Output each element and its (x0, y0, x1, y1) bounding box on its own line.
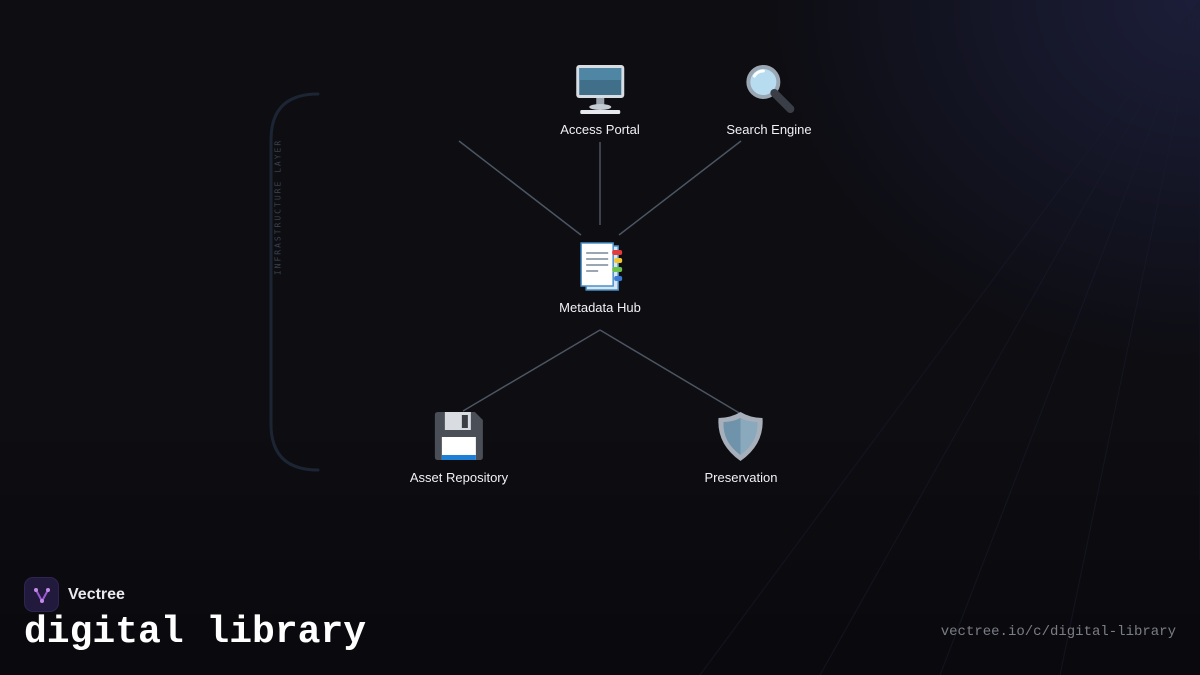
edge-hub-to-repository (462, 329, 601, 412)
node-asset-repository[interactable]: Asset Repository (410, 406, 508, 485)
brand[interactable]: Vectree (24, 577, 125, 612)
node-label: Access Portal (560, 122, 640, 137)
edge-hub-to-left-branch (458, 140, 582, 236)
node-label: Asset Repository (409, 470, 509, 485)
node-access-portal[interactable]: Access Portal (560, 58, 640, 137)
floppy-disk-icon (429, 406, 489, 466)
magnifying-glass-icon (739, 58, 799, 118)
node-label: Metadata Hub (559, 300, 641, 315)
edge-hub-to-preservation (599, 329, 742, 415)
node-label: Search Engine (726, 122, 812, 137)
edge-hub-to-search (618, 140, 742, 236)
node-metadata-hub[interactable]: Metadata Hub (559, 236, 641, 315)
node-label: Preservation (704, 470, 778, 485)
node-search-engine[interactable]: Search Engine (726, 58, 812, 137)
node-preservation[interactable]: Preservation (704, 406, 778, 485)
page-title: digital library (24, 611, 367, 654)
page-url-link[interactable]: vectree.io/c/digital-library (940, 624, 1176, 640)
brand-name: Vectree (68, 585, 125, 603)
vectree-logo-icon (24, 577, 59, 612)
desktop-computer-icon (570, 58, 630, 118)
shield-icon (711, 406, 771, 466)
bookmark-tabs-document-icon (570, 236, 630, 296)
